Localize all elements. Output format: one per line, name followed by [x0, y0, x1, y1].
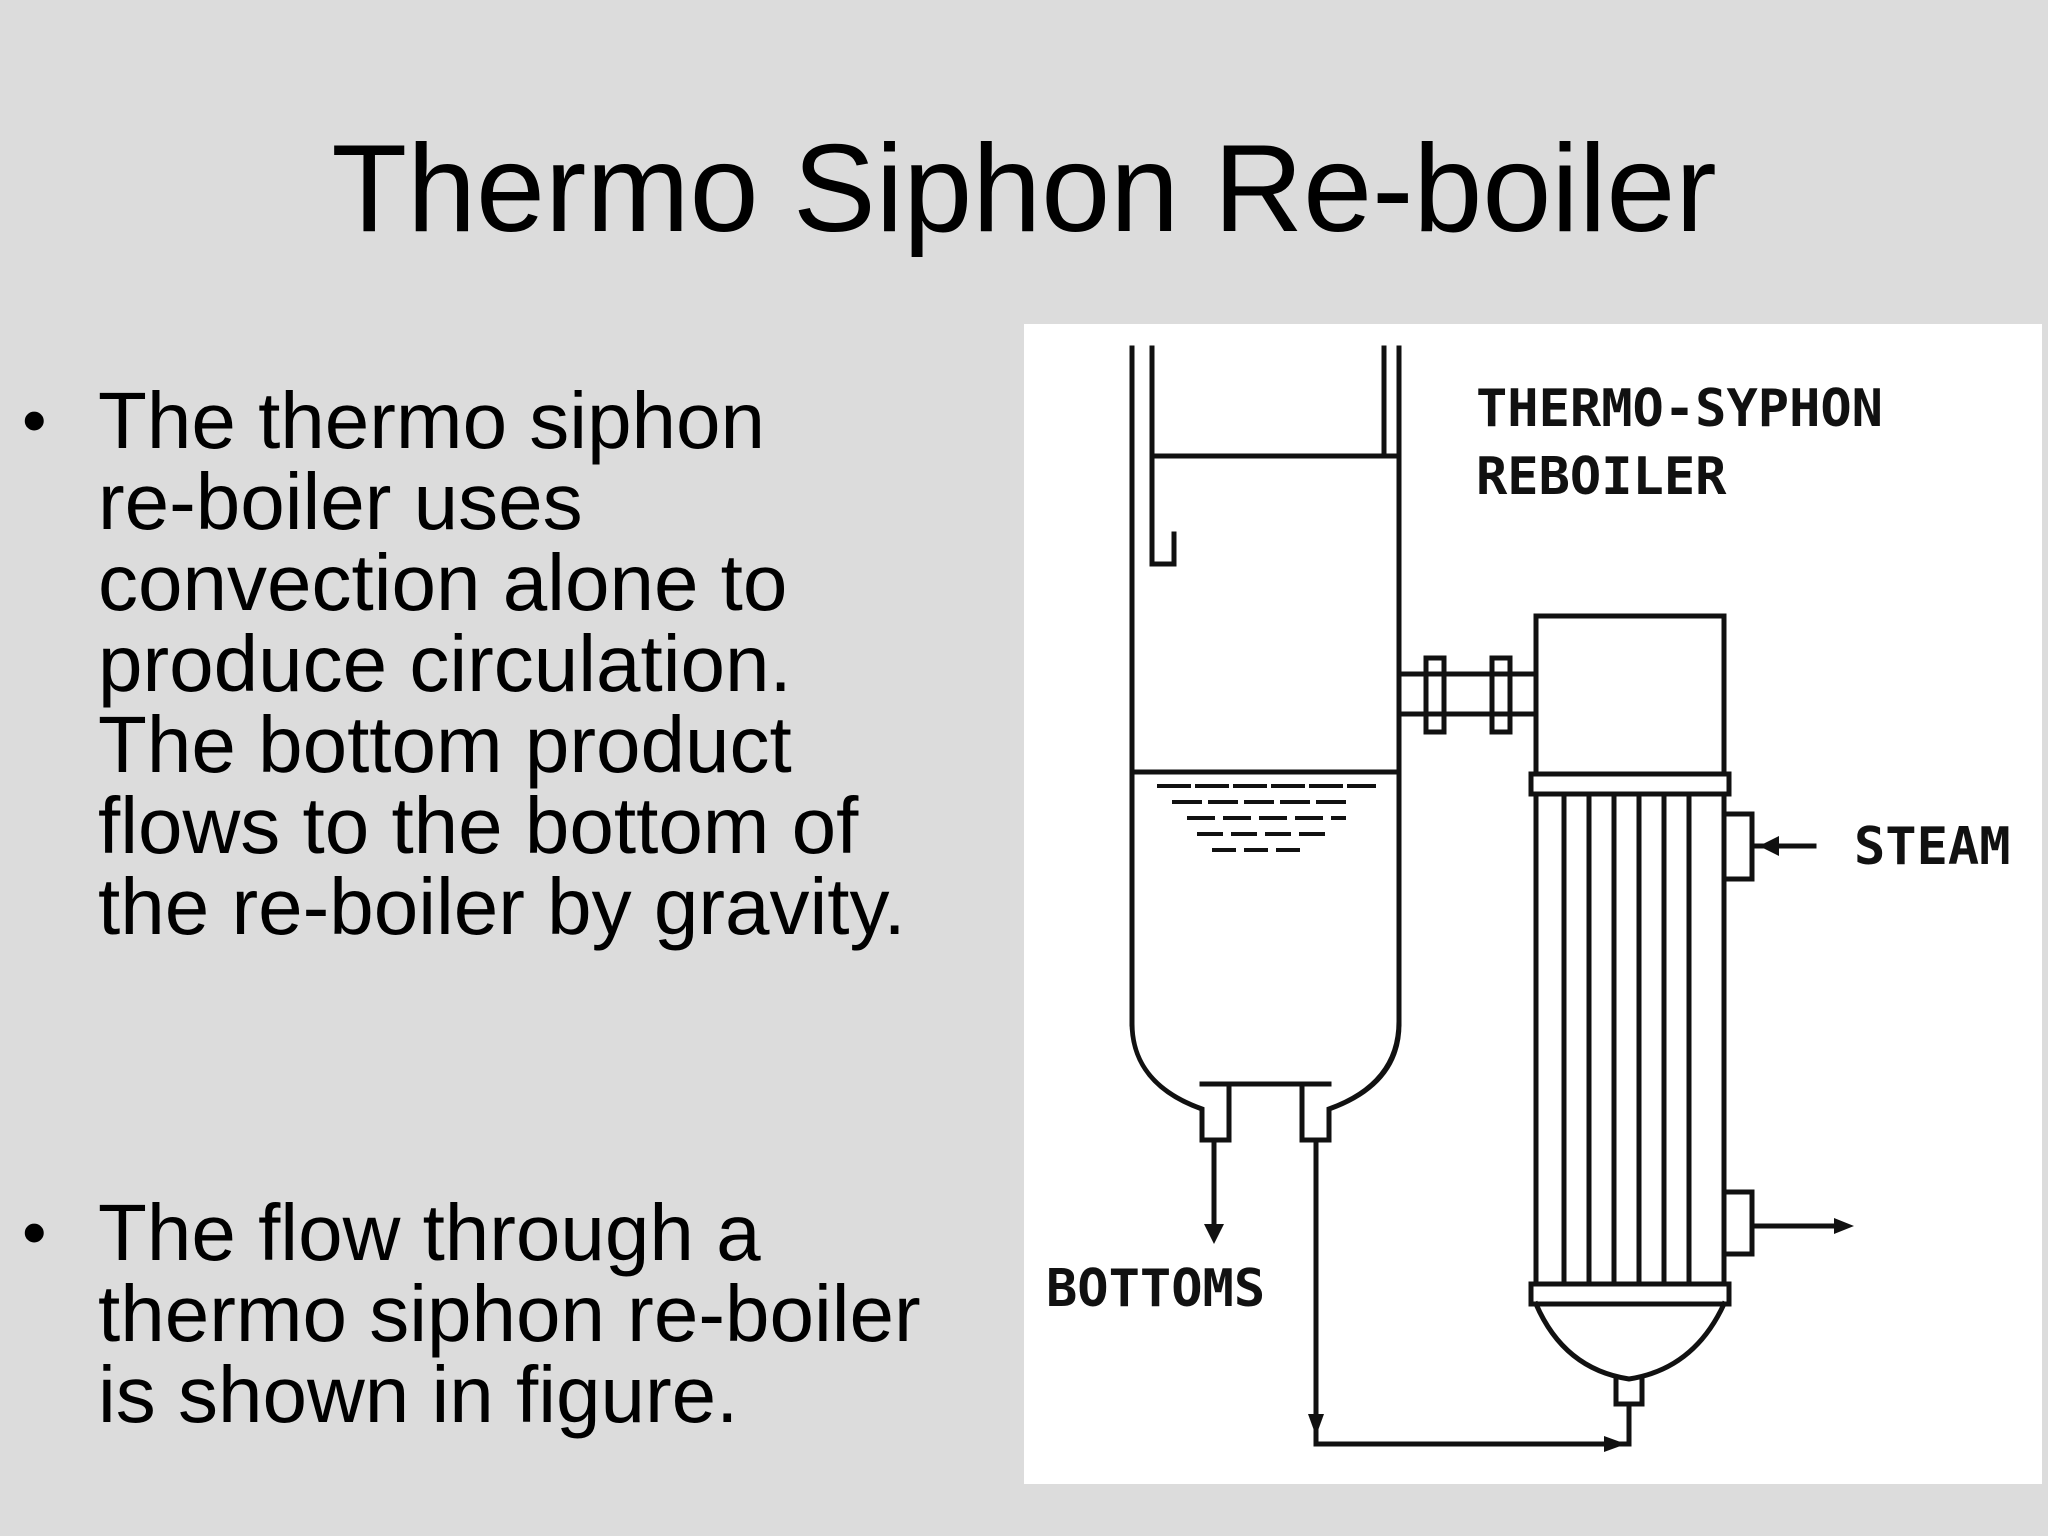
reboiler-diagram: THERMO-SYPHON REBOILER STEAM BOTTOMS: [1046, 345, 2011, 1452]
reboiler-exchanger: [1528, 613, 1755, 1407]
steam-label: STEAM: [1854, 817, 2011, 877]
figure-label-title: THERMO-SYPHON: [1476, 379, 1883, 439]
liquid-level: [1157, 784, 1376, 852]
bullet-text: The thermo siphon re-boiler uses convect…: [98, 376, 906, 951]
bullet-text: The flow through a thermo siphon re-boil…: [98, 1188, 921, 1439]
bullet-marker: •: [22, 381, 47, 459]
bottoms-label: BOTTOMS: [1046, 1259, 1265, 1319]
vapor-return-pipe: [1396, 655, 1539, 735]
slide-title: Thermo Siphon Re-boiler: [331, 120, 1717, 258]
bottoms-piping: [1211, 843, 1837, 1447]
bullet-marker: •: [22, 1193, 47, 1271]
reboiler-figure: THERMO-SYPHON REBOILER STEAM BOTTOMS: [1024, 324, 2042, 1484]
column-vessel: [1129, 345, 1402, 1143]
flow-arrows: [1204, 836, 1854, 1452]
figure-label-subtitle: REBOILER: [1476, 447, 1727, 507]
